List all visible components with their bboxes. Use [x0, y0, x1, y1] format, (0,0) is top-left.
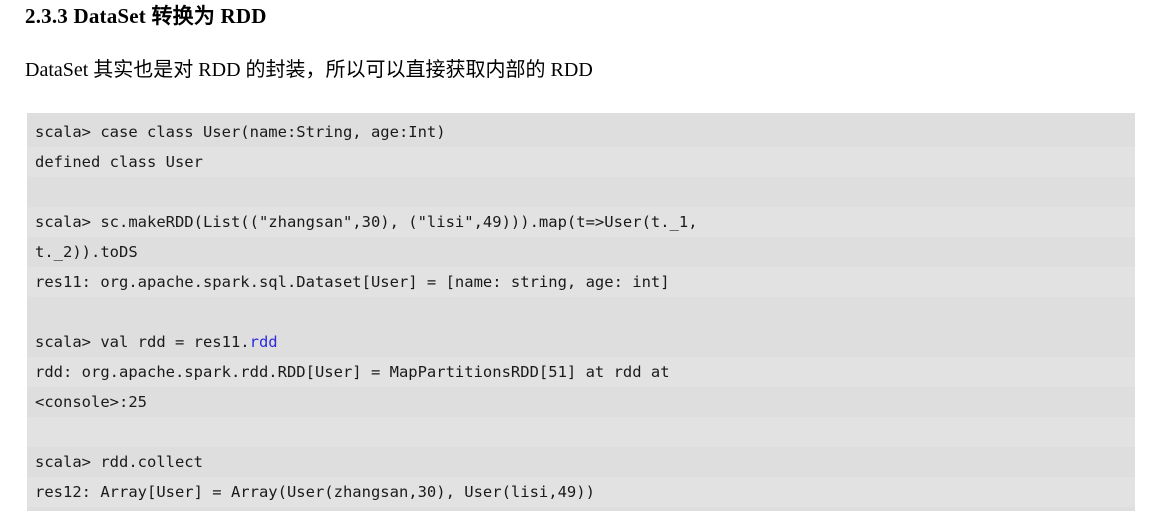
code-line: <console>:25	[35, 393, 147, 411]
code-line: scala> rdd.collect	[35, 453, 203, 471]
code-line-blank	[27, 297, 1135, 327]
code-line: scala> val rdd = res11.rdd	[27, 327, 1135, 357]
code-line: rdd: org.apache.spark.rdd.RDD[User] = Ma…	[27, 357, 1135, 387]
code-line: t._2)).toDS	[35, 243, 138, 261]
code-line-blank	[27, 417, 1135, 447]
code-token-rdd: rdd	[249, 333, 278, 351]
code-line: scala> case class User(name:String, age:…	[35, 123, 446, 141]
section-paragraph: DataSet 其实也是对 RDD 的封装，所以可以直接获取内部的 RDD	[25, 59, 593, 81]
code-text: scala> val rdd = res11.	[35, 333, 250, 351]
code-block: scala> case class User(name:String, age:…	[27, 113, 1135, 511]
code-line: res11: org.apache.spark.sql.Dataset[User…	[27, 267, 1135, 297]
code-line: defined class User	[27, 147, 1135, 177]
code-line: res12: Array[User] = Array(User(zhangsan…	[27, 477, 1135, 507]
code-line: scala> sc.makeRDD(List(("zhangsan",30), …	[27, 207, 1135, 237]
code-line-blank	[27, 177, 1135, 207]
section-heading: 2.3.3 DataSet 转换为 RDD	[25, 4, 267, 28]
